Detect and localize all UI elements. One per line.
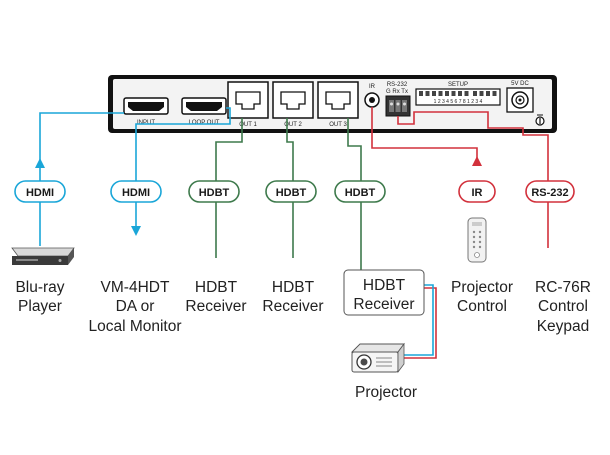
badge-hdbt-2-text: HDBT	[276, 187, 307, 199]
out1-port-label: OUT 1	[239, 122, 257, 128]
ir-cable	[371, 107, 478, 158]
hdbt-out1-port	[227, 81, 269, 119]
hdbt-receiver3-label-line1: HDBT	[363, 277, 406, 294]
ground-screw-icon	[535, 114, 545, 126]
out3-port-label: OUT 3	[329, 122, 347, 128]
vm4hdt-label-line3: Local Monitor	[88, 318, 181, 335]
rs232-port-label: RS-232	[387, 82, 408, 88]
power-port-label: 5V DC	[511, 81, 529, 87]
hdbt-receiver3-label-line2: Receiver	[353, 296, 414, 313]
ir-arrow-icon	[472, 156, 482, 166]
out2-port-label: OUT 2	[284, 122, 302, 128]
projector-cable-blue	[398, 284, 434, 356]
bluray-label-line1: Blu-ray	[15, 279, 64, 296]
vm4hdt-label-line2: DA or	[116, 298, 155, 315]
badge-rs232: RS-232	[525, 180, 575, 203]
input-port-label: INPUT	[137, 120, 155, 126]
hdbt-out3-port	[317, 81, 359, 119]
projector-label: Projector	[355, 384, 417, 401]
badge-hdmi-output: HDMI	[110, 180, 162, 203]
badge-hdbt-3-text: HDBT	[345, 187, 376, 199]
badge-hdmi-input: HDMI	[14, 180, 66, 203]
hdmi-output-arrow-icon	[131, 226, 141, 236]
hdbt-receiver2-label-line1: HDBT	[272, 279, 315, 296]
rs232-terminal-block	[385, 95, 411, 117]
vm4hdt-label-line1: VM-4HDT	[101, 279, 170, 296]
projector-cable-red	[398, 287, 437, 359]
ir-port-label: IR	[369, 84, 376, 90]
hdmi-input-port	[123, 97, 169, 115]
remote-control-icon	[467, 217, 487, 263]
projector-control-label-line1: Projector	[451, 279, 513, 296]
hdmi-loop-out-port	[181, 97, 227, 115]
power-connector	[506, 87, 534, 113]
bluray-player-icon	[11, 247, 75, 265]
hdbt-out3-cable	[347, 118, 362, 270]
projector-icon	[350, 342, 405, 374]
rc76r-label-line1: RC-76R	[535, 279, 591, 296]
hdbt-receiver3-box	[343, 269, 425, 316]
badge-ir-text: IR	[472, 187, 483, 199]
switcher-rear-panel: INPUT LOOP OUT OUT 1 OUT 2 OUT 3 IR	[108, 75, 557, 133]
badge-hdbt-3: HDBT	[334, 180, 386, 203]
hdmi-input-arrow-icon	[35, 158, 45, 168]
rs232-cable	[397, 111, 549, 248]
loop-out-port-label: LOOP OUT	[189, 120, 220, 126]
badge-hdmi-input-text: HDMI	[26, 187, 54, 199]
badge-hdmi-output-text: HDMI	[122, 187, 150, 199]
badge-rs232-text: RS-232	[531, 187, 568, 199]
badge-hdbt-1-text: HDBT	[199, 187, 230, 199]
hdbt-out2-port	[272, 81, 314, 119]
setup-label: SETUP	[448, 82, 468, 88]
badge-hdbt-1: HDBT	[188, 180, 240, 203]
setup-dip-switches	[415, 88, 501, 106]
badge-hdbt-2: HDBT	[265, 180, 317, 203]
projector-control-label-line2: Control	[457, 298, 507, 315]
rs232-pin-labels: G Rx Tx	[386, 89, 408, 95]
badge-ir: IR	[458, 180, 496, 203]
rc76r-label-line2: Control	[538, 298, 588, 315]
hdbt-receiver2-label-line2: Receiver	[262, 298, 323, 315]
hdmi-loop-out-cable	[135, 107, 231, 230]
hdbt-receiver1-label-line1: HDBT	[195, 279, 238, 296]
hdbt-receiver1-label-line2: Receiver	[185, 298, 246, 315]
rc76r-label-line3: Keypad	[537, 318, 590, 335]
setup-switch-numbers: 1 2 3 4 5 6 7 8 1 2 3 4	[434, 99, 483, 105]
bluray-label-line2: Player	[18, 298, 62, 315]
ir-jack-port	[364, 92, 380, 108]
